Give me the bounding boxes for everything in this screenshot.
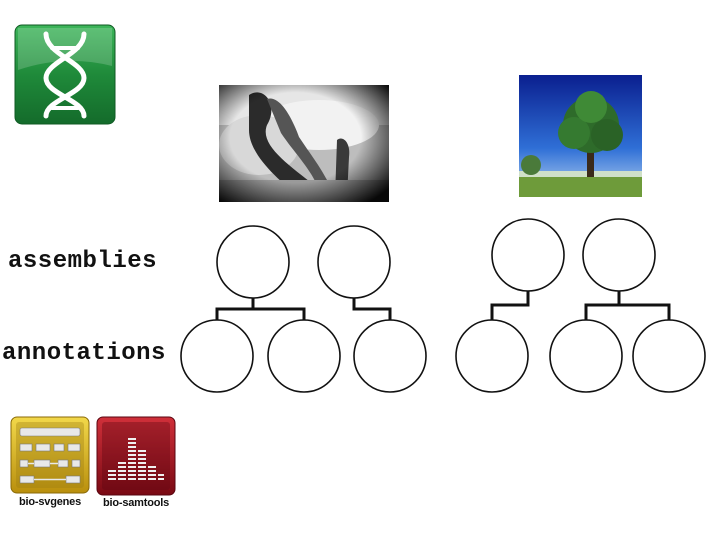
dna-helix-icon — [14, 24, 116, 125]
connector — [584, 291, 671, 322]
assembly-node — [491, 218, 565, 292]
assembly-node — [317, 225, 391, 299]
connector — [215, 297, 306, 322]
histogram-icon — [96, 416, 176, 496]
annotation-node — [353, 319, 427, 393]
bio-samtools-label: bio-samtools — [102, 497, 170, 509]
assemblies-label: assemblies — [8, 248, 158, 275]
bio-svgenes-label: bio-svgenes — [19, 496, 81, 508]
bio-samtools-tile: bio-samtools — [96, 416, 176, 509]
annotation-node — [180, 319, 254, 393]
elephant-photo — [219, 85, 389, 202]
annotation-node — [267, 319, 341, 393]
annotation-node — [632, 319, 706, 393]
connector — [352, 297, 392, 322]
annotations-label: annotations — [2, 340, 166, 367]
bio-svgenes-tile: bio-svgenes — [10, 416, 90, 508]
annotation-node — [455, 319, 529, 393]
assembly-node — [582, 218, 656, 292]
connector — [490, 291, 530, 322]
tree-photo — [519, 75, 642, 197]
annotation-node — [549, 319, 623, 393]
gene-track-icon — [10, 416, 90, 494]
assembly-node — [216, 225, 290, 299]
